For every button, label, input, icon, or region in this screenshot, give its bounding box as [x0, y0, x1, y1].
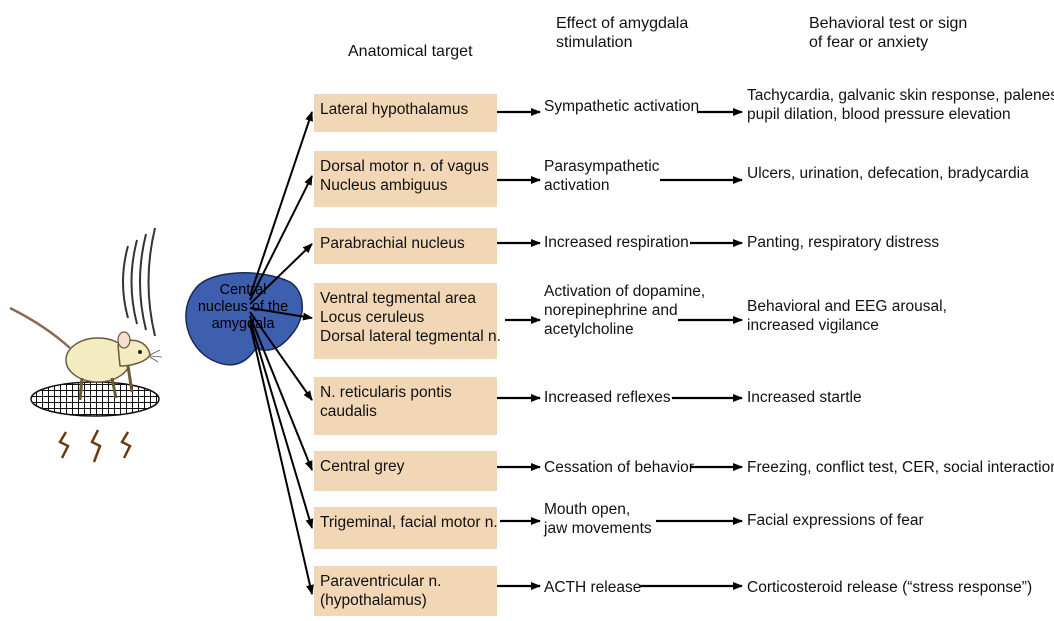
nucleus-label-line: nucleus of the	[197, 299, 289, 315]
behavior-label: Panting, respiratory distress	[747, 233, 939, 252]
behavior-line: Tachycardia, galvanic skin response, pal…	[747, 87, 1054, 104]
effect-label: Sympathetic activation	[544, 97, 699, 116]
effect-label: Parasympathetic activation	[544, 157, 659, 195]
target-label: (hypothalamus)	[320, 592, 427, 609]
effect-line: norepinephrine and	[544, 302, 678, 319]
behavior-label: Tachycardia, galvanic skin response, pal…	[747, 86, 1054, 124]
behavior-line: increased vigilance	[747, 317, 879, 334]
target-label: Trigeminal, facial motor n.	[320, 514, 498, 531]
target-label: Dorsal motor n. of vagus	[320, 158, 489, 175]
pathway-arrow	[249, 111, 313, 297]
header-effect-line: Effect of amygdala	[556, 15, 689, 32]
behavior-line: Increased startle	[747, 389, 862, 406]
central-nucleus-label: Central nucleus of the amygdala	[178, 282, 308, 333]
behavior-label: Increased startle	[747, 388, 862, 407]
behavior-label: Corticosteroid release (“stress response…	[747, 578, 1032, 597]
behavior-label: Ulcers, urination, defecation, bradycard…	[747, 164, 1029, 183]
header-anatomical-target-text: Anatomical target	[348, 43, 473, 60]
behavior-label: Behavioral and EEG arousal, increased vig…	[747, 297, 947, 335]
effect-line: Parasympathetic	[544, 158, 660, 175]
pathway-arrow	[249, 243, 313, 305]
target-label: Ventral tegmental area	[320, 290, 476, 307]
header-behavior: Behavioral test or sign of fear or anxie…	[809, 14, 967, 52]
target-box: N. reticularis pontis caudalis	[314, 377, 497, 435]
target-box: Paraventricular n. (hypothalamus)	[314, 566, 497, 616]
nucleus-label-line: amygdala	[211, 316, 275, 332]
rat-icon	[9, 306, 163, 401]
target-label: Paraventricular n.	[320, 573, 442, 590]
target-label: caudalis	[320, 403, 377, 420]
target-label: Dorsal lateral tegmental n.	[320, 328, 501, 345]
target-label: Central grey	[320, 458, 405, 475]
effect-label: ACTH release	[544, 578, 641, 597]
behavior-line: Corticosteroid release (“stress response…	[747, 579, 1033, 596]
effect-label: Cessation of behavior	[544, 458, 694, 477]
effect-line: Increased respiration	[544, 234, 689, 251]
header-effect-line: stimulation	[556, 34, 633, 51]
effect-line: jaw movements	[544, 520, 652, 537]
effect-line: acetylcholine	[544, 321, 634, 338]
behavior-line: Facial expressions of fear	[747, 512, 924, 529]
target-label: Nucleus ambiguus	[320, 177, 448, 194]
effect-line: activation	[544, 177, 610, 194]
header-anatomical-target: Anatomical target	[348, 42, 473, 61]
target-box: Trigeminal, facial motor n.	[314, 507, 498, 549]
shock-grid-icon	[30, 381, 160, 417]
behavior-label: Freezing, conflict test, CER, social int…	[747, 458, 1054, 477]
behavior-line: Freezing, conflict test, CER, social int…	[747, 459, 1054, 476]
target-label: N. reticularis pontis	[320, 384, 452, 401]
effect-line: Mouth open,	[544, 501, 631, 518]
effect-line: ACTH release	[544, 579, 642, 596]
effect-line: Sympathetic activation	[544, 98, 700, 115]
effect-label: Increased reflexes	[544, 388, 671, 407]
fan-arrows	[249, 111, 314, 595]
pathway-arrow	[249, 175, 313, 301]
target-label: Parabrachial nucleus	[320, 235, 465, 252]
effect-line: Activation of dopamine,	[544, 283, 706, 300]
header-behavior-line: of fear or anxiety	[809, 34, 929, 51]
electric-shock-icon	[58, 429, 132, 463]
behavior-line: Ulcers, urination, defecation, bradycard…	[747, 165, 1029, 182]
effect-line: Cessation of behavior	[544, 459, 694, 476]
effect-label: Increased respiration	[544, 233, 689, 252]
effect-label: Mouth open, jaw movements	[544, 500, 652, 538]
header-effect: Effect of amygdala stimulation	[556, 14, 688, 52]
behavior-line: Panting, respiratory distress	[747, 234, 940, 251]
target-box: Lateral hypothalamus	[314, 94, 497, 132]
target-label: Lateral hypothalamus	[320, 101, 469, 118]
effect-label: Activation of dopamine, norepinephrine an…	[544, 282, 705, 339]
target-label: Locus ceruleus	[320, 309, 425, 326]
sound-waves-icon	[122, 227, 156, 337]
pathway-arrow	[249, 307, 313, 321]
behavior-line: Behavioral and EEG arousal,	[747, 298, 947, 315]
central-nucleus-amygdala-shape	[185, 272, 303, 366]
pathway-arrow	[249, 323, 314, 595]
header-behavior-line: Behavioral test or sign	[809, 15, 968, 32]
pathway-arrow	[249, 319, 314, 529]
effect-line: Increased reflexes	[544, 389, 671, 406]
behavior-line: pupil dilation, blood pressure elevation	[747, 106, 1011, 123]
nucleus-label-line: Central	[219, 282, 267, 298]
behavior-label: Facial expressions of fear	[747, 511, 924, 530]
target-box: Central grey	[314, 451, 497, 491]
pathway-arrow	[249, 311, 313, 401]
target-box: Parabrachial nucleus	[314, 228, 497, 264]
pathway-arrow	[249, 315, 313, 471]
